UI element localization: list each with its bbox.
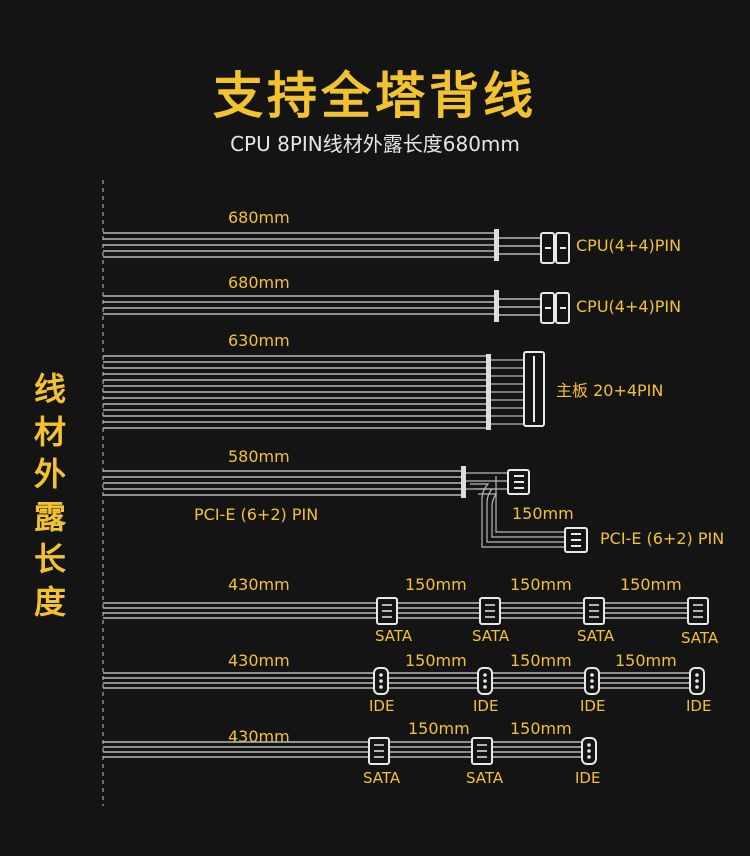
length-label: 630mm [228, 331, 290, 350]
cable-cpu-1: 680mm CPU(4+4)PIN [103, 208, 681, 264]
sata-connector-icon [376, 597, 398, 625]
side-label-char: 露 [33, 497, 66, 536]
connector-label: IDE [575, 769, 600, 787]
split-wires [499, 237, 540, 255]
length-label: 680mm [228, 273, 290, 292]
wire-bundle [103, 741, 587, 758]
length-label: 580mm [228, 447, 290, 466]
connector-label: CPU(4+4)PIN [576, 297, 681, 316]
sata-connector-icon [687, 597, 709, 625]
side-label-char: 长 [33, 540, 66, 578]
wire-bundle [103, 232, 497, 258]
segment-length-label: 150mm [510, 651, 572, 670]
connector-label: SATA [577, 627, 615, 645]
page-subtitle: CPU 8PIN线材外露长度680mm [230, 132, 520, 156]
side-label-char: 线 [33, 370, 66, 408]
ide-connector-icon [373, 667, 389, 695]
sata-connector-icon [368, 737, 390, 765]
wire-bundle [103, 470, 463, 496]
connector-label: IDE [473, 697, 498, 715]
wire-bundle [103, 602, 700, 619]
sleeve-clip [486, 354, 491, 430]
connector-label: SATA [466, 769, 504, 787]
page-title: 支持全塔背线 [213, 67, 537, 125]
branch-wires [470, 476, 565, 548]
cable-pcie: 580mm PCI-E (6+2) PIN 150mm PCI-E (6+2) … [103, 447, 724, 553]
cpu-connector-icon [540, 292, 570, 324]
pcie-connector-icon [564, 527, 588, 553]
segment-length-label: 150mm [408, 719, 470, 738]
connector-label: IDE [369, 697, 394, 715]
length-label: 430mm [228, 727, 290, 746]
split-wires [466, 472, 508, 490]
segment-length-label: 150mm [405, 651, 467, 670]
cpu-connector-icon [540, 232, 570, 264]
sleeve-clip [494, 229, 499, 261]
segment-length-label: 150mm [615, 651, 677, 670]
connector-label: SATA [472, 627, 510, 645]
connector-label: PCI-E (6+2) PIN [194, 505, 318, 524]
length-label: 430mm [228, 575, 290, 594]
connector-label: PCI-E (6+2) PIN [600, 529, 724, 548]
ide-connector-icon [581, 737, 597, 765]
connector-label: SATA [681, 629, 719, 647]
ide-connector-icon [689, 667, 705, 695]
wire-bundle [103, 295, 497, 315]
wire-bundle [103, 355, 488, 429]
connector-label: IDE [686, 697, 711, 715]
split-wires [491, 359, 523, 425]
split-wires [499, 298, 540, 316]
segment-length-label: 150mm [510, 575, 572, 594]
sata-connector-icon [471, 737, 493, 765]
sleeve-clip [461, 466, 466, 498]
length-label: 680mm [228, 208, 290, 227]
connector-label: IDE [580, 697, 605, 715]
side-label-char: 材 [33, 412, 66, 451]
atx-24pin-connector-icon [523, 351, 545, 427]
segment-length-label: 150mm [620, 575, 682, 594]
branch-length-label: 150mm [512, 504, 574, 523]
side-label: 线 材 外 露 长 度 [28, 368, 72, 623]
segment-length-label: 150mm [510, 719, 572, 738]
side-label-char: 外 [33, 455, 66, 493]
cable-sata-ide-chain: 430mm 150mm 150mm SATA SATA IDE [103, 719, 600, 787]
connector-label: 主板 20+4PIN [556, 381, 663, 400]
cable-motherboard: 630mm 主板 20+4PIN [103, 331, 663, 430]
cable-ide-chain: 430mm 150mm 150mm 150mm IDE IDE IDE IDE [103, 651, 711, 715]
ide-connector-icon [584, 667, 600, 695]
sata-connector-icon [479, 597, 501, 625]
segment-length-label: 150mm [405, 575, 467, 594]
side-label-char: 度 [33, 582, 66, 621]
cable-cpu-2: 680mm CPU(4+4)PIN [103, 273, 681, 324]
connector-label: SATA [375, 627, 413, 645]
ide-connector-icon [477, 667, 493, 695]
sleeve-clip [494, 290, 499, 322]
connector-label: CPU(4+4)PIN [576, 236, 681, 255]
connector-label: SATA [363, 769, 401, 787]
sata-connector-icon [583, 597, 605, 625]
cable-sata-chain: 430mm 150mm 150mm 150mm SATA SATA SATA S… [103, 575, 719, 647]
wire-bundle [103, 672, 697, 689]
length-label: 430mm [228, 651, 290, 670]
pcie-connector-icon [507, 469, 530, 495]
